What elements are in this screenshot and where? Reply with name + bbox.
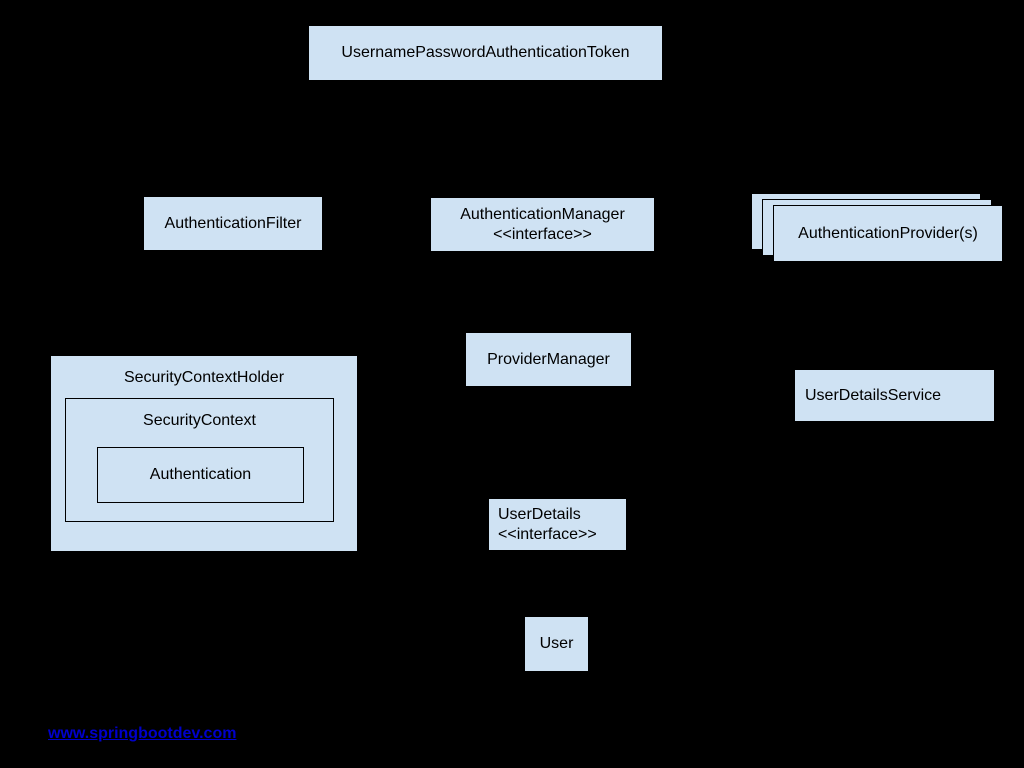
node-security-context: SecurityContext Authentication: [65, 398, 334, 522]
footer-link[interactable]: www.springbootdev.com: [48, 725, 237, 742]
node-label: Authentication: [149, 466, 252, 483]
node-label: SecurityContext: [143, 412, 256, 429]
node-authentication-providers: AuthenticationProvider(s): [773, 205, 1003, 262]
node-label: AuthenticationFilter: [164, 214, 302, 232]
node-label: UserDetails: [498, 505, 581, 523]
node-user-details-service: UserDetailsService: [794, 369, 995, 422]
node-authentication: Authentication: [97, 447, 304, 503]
node-security-context-holder: SecurityContextHolder SecurityContext Au…: [50, 355, 358, 552]
node-username-password-authentication-token: UsernamePasswordAuthenticationToken: [308, 25, 663, 81]
node-authentication-manager: AuthenticationManager <<interface>>: [430, 197, 655, 252]
node-stereotype: <<interface>>: [493, 225, 592, 243]
node-provider-manager: ProviderManager: [465, 332, 632, 387]
node-label: AuthenticationProvider(s): [798, 224, 978, 242]
node-user: User: [524, 616, 589, 672]
node-label: User: [539, 635, 574, 652]
node-authentication-filter: AuthenticationFilter: [143, 196, 323, 251]
node-label: SecurityContextHolder: [123, 369, 285, 386]
node-user-details: UserDetails <<interface>>: [488, 498, 627, 551]
node-label: AuthenticationManager: [460, 205, 625, 223]
node-stereotype: <<interface>>: [498, 525, 597, 543]
node-label: UsernamePasswordAuthenticationToken: [341, 44, 630, 61]
node-label: ProviderManager: [487, 350, 610, 368]
node-label: UserDetailsService: [805, 386, 942, 404]
